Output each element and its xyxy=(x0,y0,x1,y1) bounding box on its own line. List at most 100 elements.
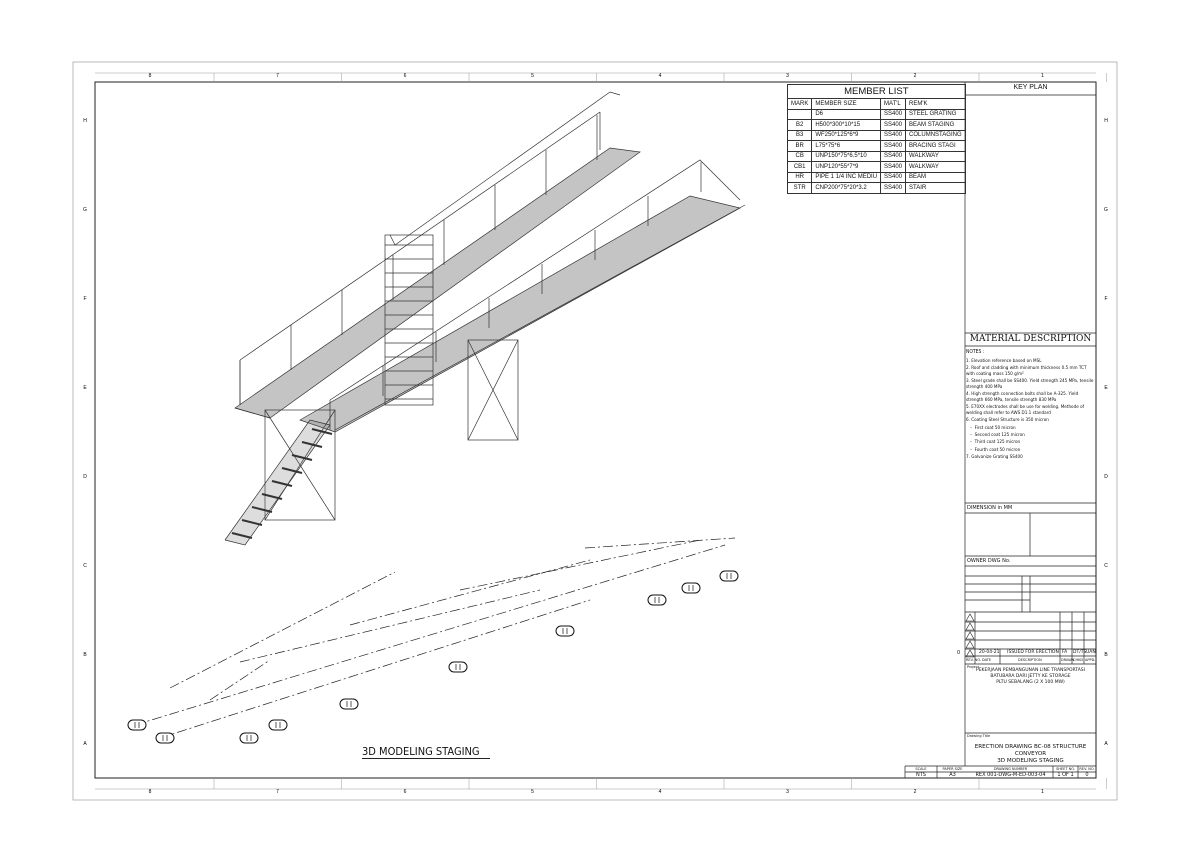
header-member-size: MEMBER SIZE xyxy=(811,98,882,110)
header-material: MAT'L xyxy=(880,98,907,110)
description-header: DESCRIPTION xyxy=(1018,658,1042,662)
rev-date: 20-04-21 xyxy=(979,650,1000,655)
material-notes: NOTES : 1. Elevation reference based on … xyxy=(966,349,1095,462)
material-description-title: MATERIAL DESCRIPTION xyxy=(969,334,1092,344)
note-item: 6. Coating Steel Structure is 350 micron xyxy=(966,418,1049,424)
grid-bubble-icon xyxy=(339,698,359,710)
row-marker: B xyxy=(1104,652,1108,658)
grid-line xyxy=(169,571,396,689)
note-item: 4. High strength connection bolts shall … xyxy=(966,392,1080,404)
column-marker: 5 xyxy=(531,73,534,79)
member-cell: STAIR xyxy=(905,182,966,194)
member-cell: B2 xyxy=(786,119,813,131)
rev-approved: UAN xyxy=(1086,650,1096,655)
grid-line xyxy=(459,539,701,591)
member-cell: WALKWAY xyxy=(905,161,966,173)
member-cell: SS400 xyxy=(880,108,907,120)
member-cell: WF250*125*6*9 xyxy=(811,129,882,141)
right-panel-lines xyxy=(904,82,1096,778)
note-item: 1. Elevation reference based on MSL xyxy=(966,358,1042,364)
title-block-headers: PAPER SIZE xyxy=(942,767,963,771)
row-marker: E xyxy=(83,385,87,391)
row-marker: A xyxy=(1104,741,1108,747)
member-cell: UNP150*75*6.5*10 xyxy=(811,150,882,162)
key-plan-title: KEY PLAN xyxy=(1013,84,1048,91)
row-marker: A xyxy=(83,741,87,747)
column-marker: 5 xyxy=(531,789,534,795)
column-marker: 4 xyxy=(659,789,662,795)
member-list-title: MEMBER LIST xyxy=(787,84,966,99)
grid-bubble-icon xyxy=(448,661,468,673)
member-cell xyxy=(786,108,813,120)
grid-bubble-icon xyxy=(239,732,259,744)
grid-bubble-icon xyxy=(155,732,175,744)
title-block-values: A3 xyxy=(949,772,956,778)
rev-drawn: FA xyxy=(1062,650,1068,655)
date-header: DATE xyxy=(982,658,992,662)
grid-line xyxy=(584,537,736,549)
drawn-header: DRAWN xyxy=(1061,658,1075,662)
appd-header: APPD. xyxy=(1085,658,1096,662)
row-marker: F xyxy=(83,296,86,302)
grid-bubble-icon xyxy=(268,719,288,731)
revision-triangle-icon xyxy=(965,649,975,658)
drawing-title: ERECTION DRAWING BC-08 STRUCTURE CONVEYO… xyxy=(965,744,1096,765)
member-list-table: MEMBER LIST MARK MEMBER SIZE MAT'L REM'K… xyxy=(786,84,966,194)
member-cell: SS400 xyxy=(880,140,907,152)
project-line: BATUBARA DARI JETTY KE STORAGE xyxy=(990,674,1071,679)
row-marker: C xyxy=(83,563,87,569)
grid-line xyxy=(349,559,591,626)
grid-bubble-icon xyxy=(127,719,147,731)
note-item: – Third coat 125 micron xyxy=(966,440,1021,446)
member-cell: CNP200*75*20*3.2 xyxy=(811,182,882,194)
column-marker: 3 xyxy=(786,789,789,795)
member-cell: SS400 xyxy=(880,150,907,162)
note-item: – Fourth coat 50 micron xyxy=(966,447,1021,453)
grid-line xyxy=(134,544,726,726)
notes-label: NOTES : xyxy=(966,349,985,355)
member-cell: BEAM STAGING xyxy=(905,119,966,131)
drawing-title-line: ERECTION DRAWING BC-08 STRUCTURE CONVEYO… xyxy=(974,744,1087,757)
column-marker: 3 xyxy=(786,73,789,79)
member-cell: SS400 xyxy=(880,182,907,194)
revision-triangle-icon xyxy=(965,613,975,622)
row-marker: H xyxy=(83,118,87,124)
note-item: – Second coat 125 micron xyxy=(966,433,1025,439)
note-item: 3. Steel grade shall be SS400. Yield str… xyxy=(966,379,1095,390)
note-item: 2. Roof and cladding with minimum thickn… xyxy=(966,366,1088,377)
row-marker: G xyxy=(83,207,87,213)
member-cell: SS400 xyxy=(880,119,907,131)
grid-bubble-icon xyxy=(555,625,575,637)
column-marker: 1 xyxy=(1041,789,1044,795)
member-cell: H500*300*10*15 xyxy=(811,119,882,131)
project-line: PEKERJAAN PEMBANGUNAN LINE TRANSPORTASI xyxy=(976,668,1085,673)
note-item: 5. E70XX electrodes shall be use for wel… xyxy=(966,405,1086,417)
title-block-headers: REV. NO. xyxy=(1079,767,1095,771)
drawing-title-label: Drawing Title xyxy=(967,734,991,738)
outer-frame xyxy=(72,61,1118,801)
revision-triangle-icon xyxy=(965,622,975,631)
drawing-title-line: 3D MODELING STAGING xyxy=(997,758,1064,764)
note-item: – First coat 50 micron xyxy=(966,425,1016,431)
revision-triangle-icon xyxy=(965,640,975,649)
title-block-values: 1 OF 1 xyxy=(1057,772,1074,778)
column-marker: 2 xyxy=(914,73,917,79)
title-block-values: REX 001-DWG-M-ED-003-04 xyxy=(975,772,1046,778)
column-marker: 4 xyxy=(659,73,662,79)
member-cell: UNP120*55*7*9 xyxy=(811,161,882,173)
row-marker: H xyxy=(1104,118,1108,124)
row-marker: B xyxy=(83,652,87,658)
header-remark: REM'K xyxy=(905,98,966,110)
header-mark: MARK xyxy=(786,98,813,110)
rev-checked: DT/TS xyxy=(1073,650,1087,655)
project-label: Project xyxy=(967,665,979,669)
column-marker: 7 xyxy=(276,73,279,79)
